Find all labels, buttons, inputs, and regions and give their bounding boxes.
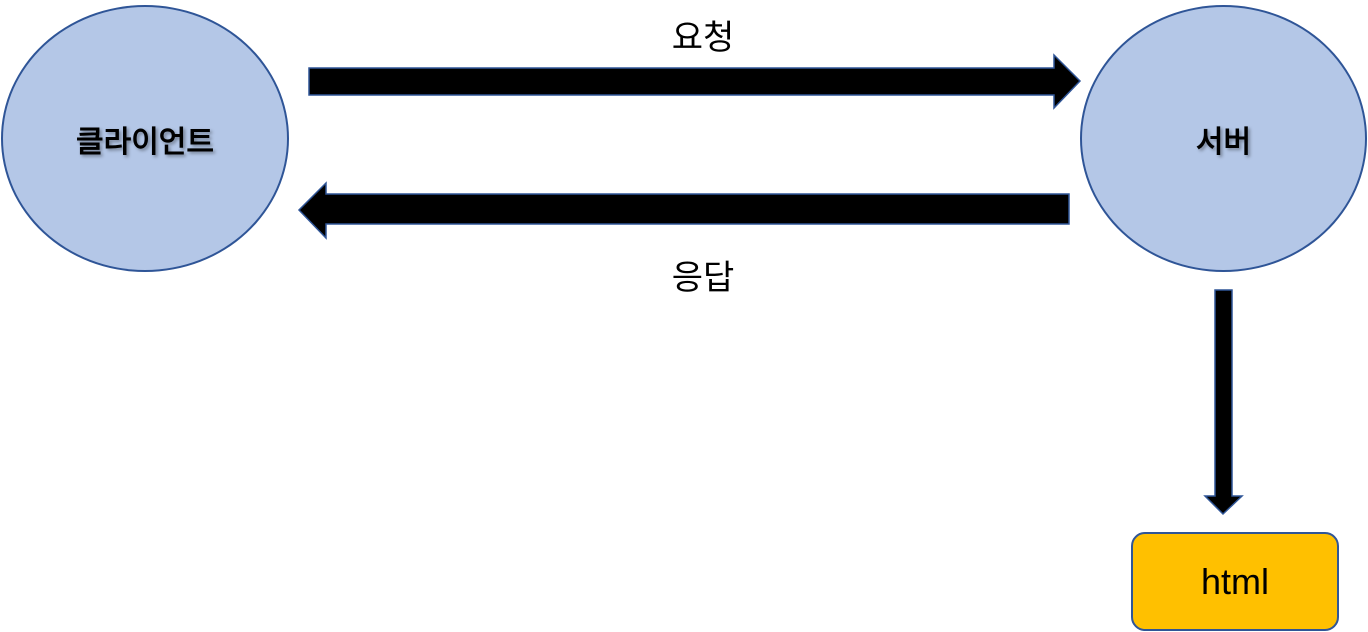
- request-arrow: [308, 53, 1082, 110]
- server-node: 서버: [1080, 5, 1367, 272]
- request-label: 요청: [671, 18, 735, 58]
- client-label: 클라이언트: [76, 124, 214, 160]
- server-to-html-arrow: [1203, 289, 1244, 516]
- html-label: html: [1200, 560, 1269, 602]
- html-node: html: [1131, 532, 1339, 631]
- response-arrow: [297, 181, 1070, 240]
- client-node: 클라이언트: [1, 5, 289, 272]
- response-label: 응답: [671, 258, 735, 298]
- server-label: 서버: [1195, 124, 1252, 160]
